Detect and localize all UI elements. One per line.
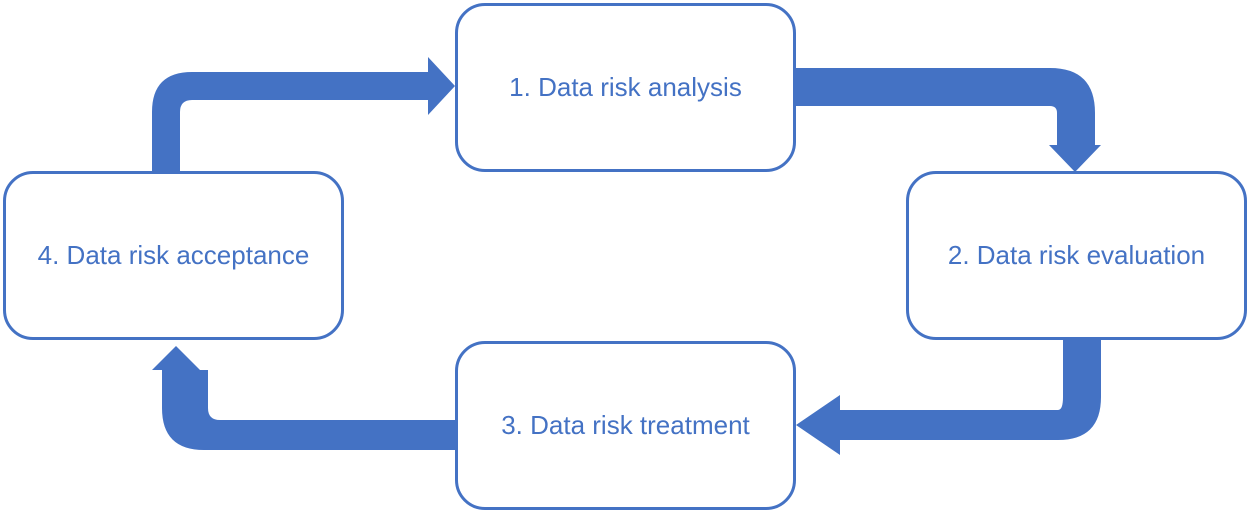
step-label-analysis: 1. Data risk analysis <box>509 72 742 102</box>
step-label-treatment: 3. Data risk treatment <box>501 410 750 440</box>
arrow-acceptance-to-analysis <box>152 57 455 172</box>
step-label-evaluation: 2. Data risk evaluation <box>947 240 1206 270</box>
arrow-analysis-to-evaluation <box>796 68 1101 172</box>
arrow-treatment-to-acceptance <box>152 346 455 450</box>
step-box-evaluation: 2. Data risk evaluation <box>906 171 1247 340</box>
step-box-acceptance: 4. Data risk acceptance <box>3 171 344 340</box>
step-box-analysis: 1. Data risk analysis <box>455 3 796 172</box>
step-box-treatment: 3. Data risk treatment <box>455 341 796 510</box>
arrow-evaluation-to-treatment <box>796 340 1101 455</box>
step-label-acceptance: 4. Data risk acceptance <box>37 240 310 270</box>
